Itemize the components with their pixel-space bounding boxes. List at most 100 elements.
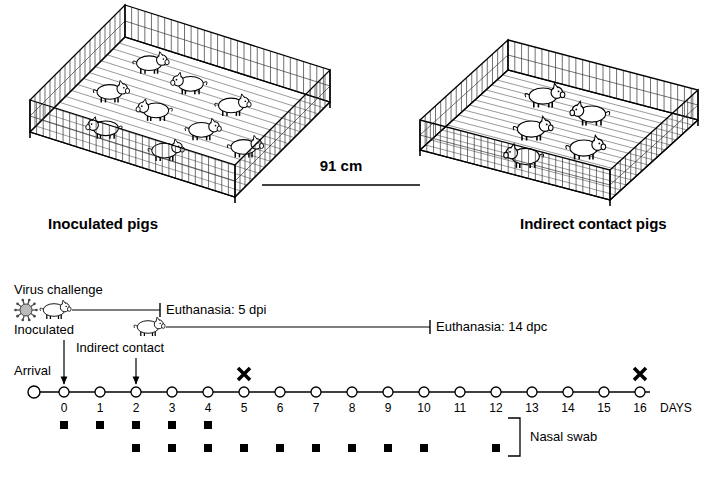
- pen-label: Inoculated pigs: [48, 215, 158, 232]
- duration-line: [72, 309, 160, 310]
- pig-tail: [93, 90, 97, 93]
- pig-tail: [169, 108, 173, 111]
- virus-spike-tip: [33, 315, 36, 318]
- fence-rail: [420, 135, 610, 185]
- virus-spike-tip: [21, 319, 24, 322]
- swab-marker: [96, 421, 104, 429]
- pig-eye: [91, 123, 93, 125]
- pig-ear: [174, 139, 178, 144]
- day-point: [275, 387, 285, 397]
- swab-marker: [492, 444, 500, 452]
- day-point: [59, 387, 69, 397]
- bracket-label: Nasal swab: [530, 430, 597, 445]
- pig-eye: [575, 108, 577, 110]
- pig-figure: [148, 139, 184, 161]
- duration-line: [166, 326, 430, 327]
- swab-marker: [168, 421, 176, 429]
- day-number: 10: [417, 402, 430, 416]
- day-point: [491, 387, 501, 397]
- floor-slat: [503, 75, 693, 125]
- pig-figure: [136, 99, 172, 121]
- fence-rail: [30, 21, 125, 116]
- floor-slat: [113, 49, 318, 114]
- day-number: 1: [97, 402, 104, 416]
- pig-ear: [119, 80, 123, 85]
- euthanasia-cross: [238, 368, 250, 380]
- event-label: Euthanasia: 14 dpc: [436, 320, 547, 335]
- pig-ear: [142, 99, 146, 104]
- virus-spike-tip: [14, 309, 17, 312]
- pig-eye: [176, 79, 178, 81]
- duration-end: [429, 320, 430, 334]
- fence-frame: [125, 5, 330, 102]
- pig-ear: [211, 118, 215, 123]
- fence-frame: [610, 90, 698, 200]
- pig-snout: [601, 144, 606, 150]
- pig-tail: [566, 146, 570, 150]
- pig-figure: [171, 72, 207, 94]
- floor-slat: [78, 85, 283, 150]
- floor-slat: [66, 96, 271, 161]
- day-point: [95, 387, 105, 397]
- pen-label: Indirect contact pigs: [520, 215, 667, 232]
- pen-wall: [235, 70, 330, 197]
- fence-rail: [508, 55, 698, 105]
- timeline: [14, 299, 650, 456]
- pig-figure: [93, 80, 129, 102]
- pig-tail: [513, 127, 517, 131]
- contact-arrow: [135, 358, 136, 384]
- day-point: [167, 387, 177, 397]
- day-number: 9: [385, 402, 392, 416]
- pig-eye: [141, 105, 143, 107]
- day-point: [455, 387, 465, 397]
- swab-marker: [204, 444, 212, 452]
- pig-figure: [185, 118, 221, 140]
- pig-ear: [62, 300, 66, 305]
- fence-rail: [30, 116, 235, 181]
- floor-slat: [453, 120, 643, 170]
- pig-snout: [560, 92, 565, 98]
- pig-ear: [253, 135, 257, 140]
- pig-tail: [539, 154, 543, 158]
- pig-snout: [136, 107, 140, 112]
- swab-marker: [132, 421, 140, 429]
- swab-marker: [312, 444, 320, 452]
- swab-marker: [240, 444, 248, 452]
- duration-end: [159, 303, 160, 317]
- pig-tail: [134, 325, 137, 328]
- pig-ear: [177, 72, 181, 77]
- day-point: [527, 387, 537, 397]
- virus-spike-tip: [28, 299, 31, 302]
- floor-slat: [459, 115, 649, 165]
- day-number: 13: [525, 402, 538, 416]
- pig-eye: [123, 87, 125, 89]
- floor-slat: [481, 95, 671, 145]
- floor-slat: [101, 61, 306, 126]
- fence-frame: [420, 40, 508, 150]
- day-number: 6: [277, 402, 284, 416]
- swab-marker: [384, 444, 392, 452]
- day-number: 5: [241, 402, 248, 416]
- virus-spike-tip: [35, 309, 38, 312]
- floor-slat: [470, 105, 660, 155]
- pig-snout: [548, 125, 553, 131]
- swab-marker: [204, 421, 212, 429]
- pig-eye: [65, 306, 66, 307]
- swab-marker: [420, 444, 428, 452]
- pig-figure: [40, 300, 71, 319]
- virus-spike-tip: [16, 315, 19, 318]
- day-number: 0: [61, 402, 68, 416]
- floor-slat: [36, 126, 241, 191]
- pig-snout: [171, 80, 175, 85]
- day-number: 7: [313, 402, 320, 416]
- pig-figure: [133, 52, 169, 74]
- floor-slat: [107, 55, 312, 120]
- pig-tail: [215, 103, 219, 106]
- floor-slat: [89, 73, 294, 138]
- pen-wall: [420, 40, 508, 150]
- day-point: [599, 387, 609, 397]
- pig-figure: [570, 101, 610, 125]
- event-label: Virus challenge: [14, 283, 103, 298]
